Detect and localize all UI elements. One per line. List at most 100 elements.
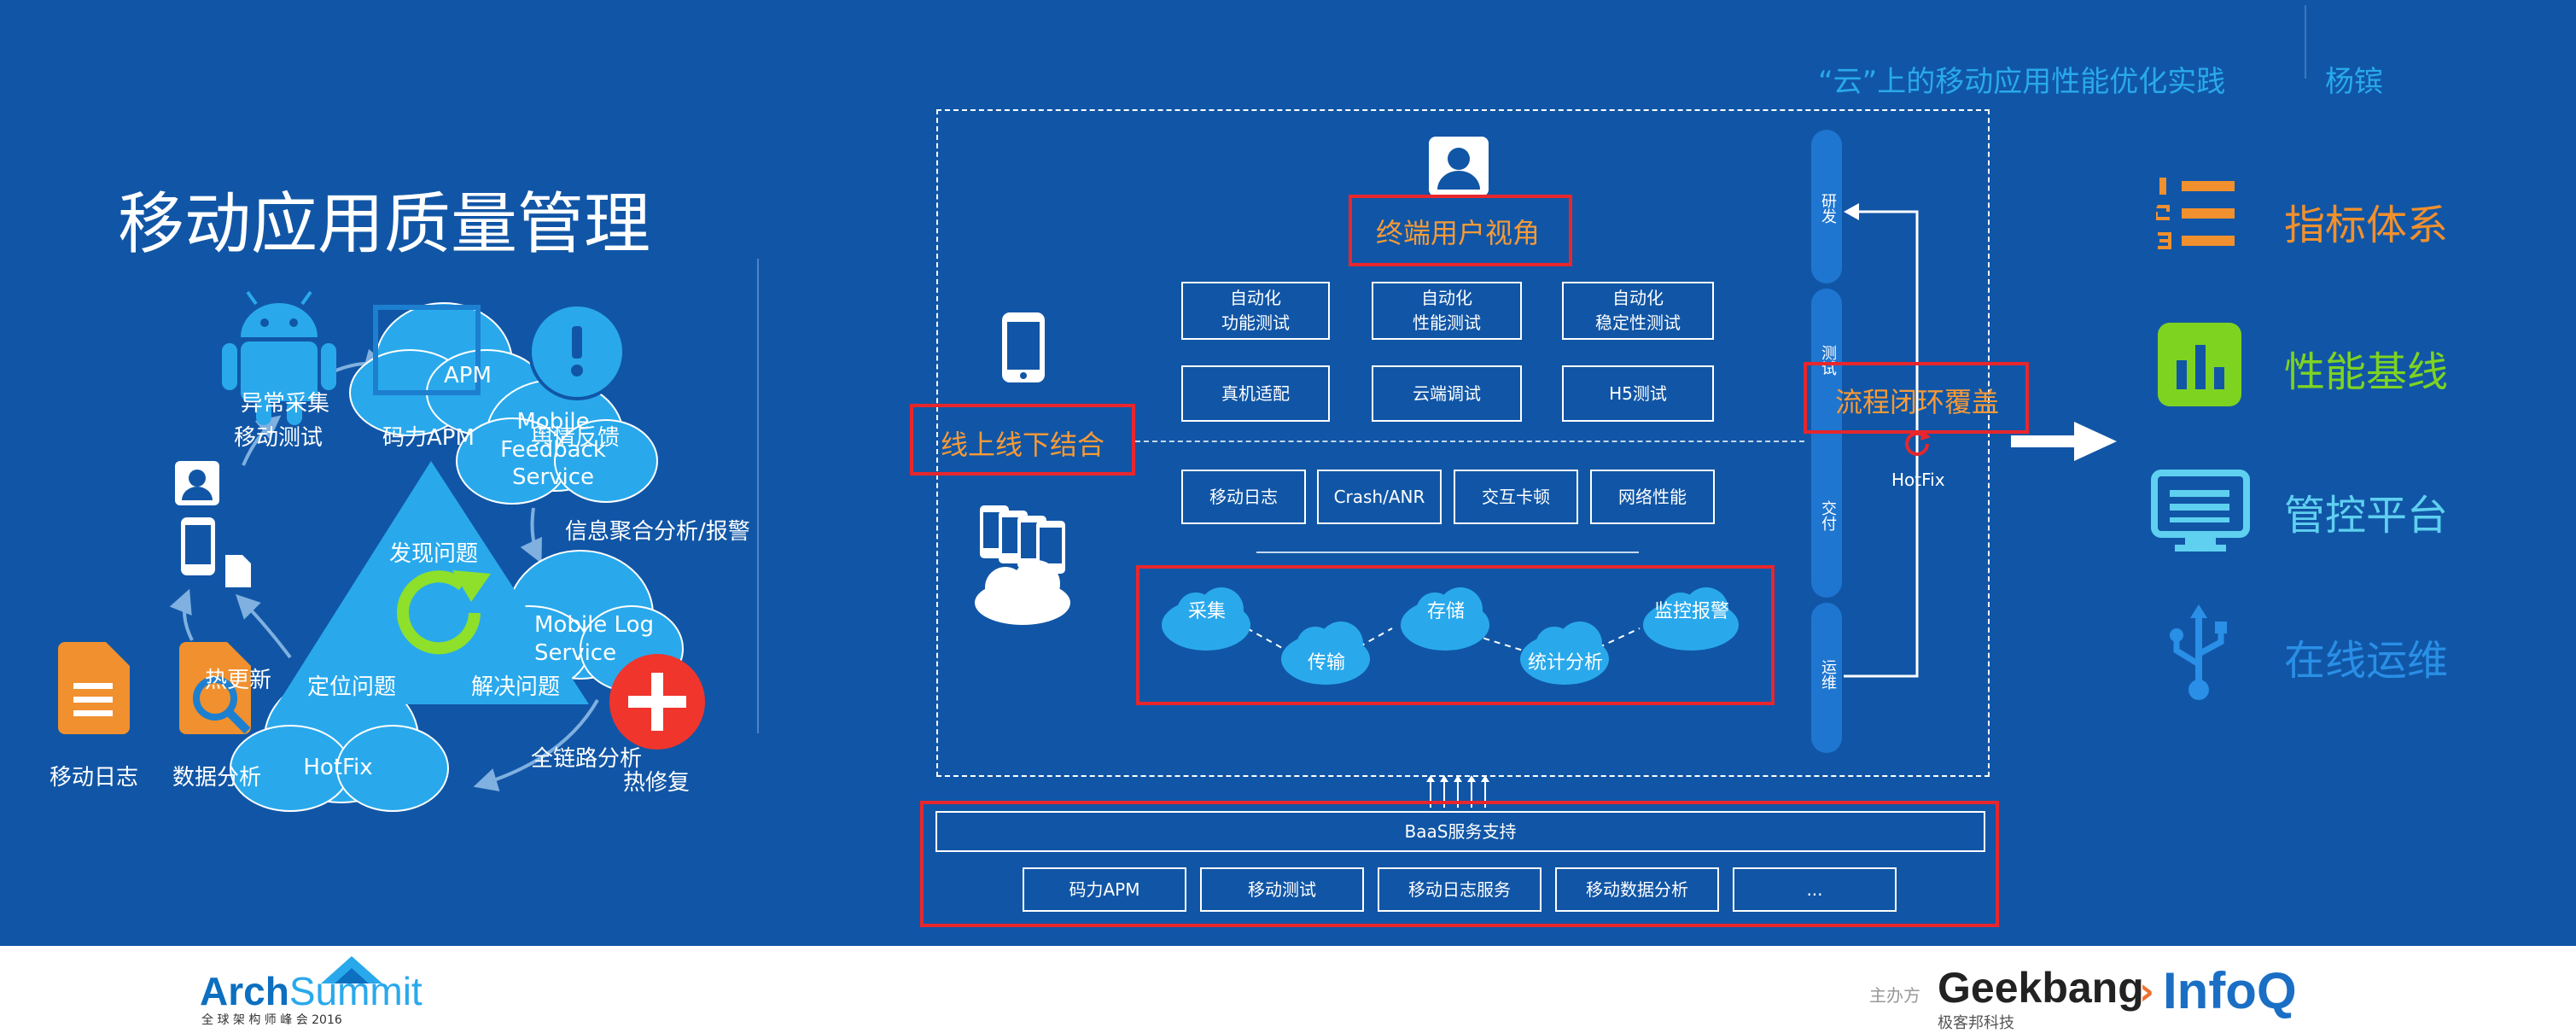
locate-problem-label: 定位问题 (306, 674, 397, 700)
pipeline-collect-label: 采集 (1187, 601, 1227, 622)
loop-coverage-label: 流程闭环覆盖 (1835, 386, 2000, 418)
apm-label: 码力APM (382, 425, 475, 451)
online-ops-label: 在线运维 (2284, 637, 2449, 685)
hot-update-label: 热更新 (205, 668, 272, 693)
flow-arrow (473, 699, 599, 791)
baas-mobile-testing-box: 移动测试 (1200, 867, 1364, 912)
right-arrow-icon (2011, 422, 2117, 461)
lifecycle-segment (1811, 603, 1842, 753)
auto-performance-test-box: 自动化 性能测试 (1372, 282, 1522, 340)
baas-log-service-box: 移动日志服务 (1378, 867, 1542, 912)
connector-line (1135, 441, 1804, 442)
hotfix-cloud (230, 674, 449, 812)
exclamation-icon (528, 303, 626, 400)
network-performance-box: 网络性能 (1590, 470, 1715, 524)
pipeline-frame (1136, 565, 1775, 705)
loop-coverage-frame (1804, 362, 2029, 434)
perf-baseline-label: 性能基线 (2284, 348, 2449, 396)
flow-arrow (169, 588, 194, 641)
info-aggregation-label: 信息聚合分析/报警 (565, 519, 750, 545)
interaction-lag-box: 交互卡顿 (1454, 470, 1578, 524)
flow-arrow (242, 415, 282, 466)
baas-data-analysis-box: 移动数据分析 (1555, 867, 1719, 912)
hotfix-label: HotFix (303, 755, 373, 780)
crash-collection-label: 异常采集 (241, 391, 330, 417)
user-view-label: 终端用户视角 (1376, 217, 1541, 249)
baas-apm-box: 码力APM (1023, 867, 1186, 912)
quality-cycle-diagram (58, 290, 705, 812)
flow-arrow (520, 507, 542, 564)
online-offline-frame (910, 404, 1135, 476)
author-name: 杨镔 (2325, 65, 2383, 99)
pipeline-transfer-label: 传输 (1307, 652, 1346, 674)
geekbang-logo: Geekbang (1938, 964, 2144, 1012)
alert-cloud (1643, 587, 1739, 651)
mobile-phone-icon (1002, 312, 1045, 382)
auto-stability-test-box: 自动化 稳定性测试 (1562, 282, 1714, 340)
online-offline-label: 线上线下结合 (941, 429, 1105, 461)
apm-inner-label: APM (444, 363, 492, 388)
archsummit-logo: ArchSummit (200, 968, 423, 1014)
data-pipeline-diagram (1162, 587, 1739, 685)
geekbang-subtitle: 极客邦科技 (1938, 1014, 2014, 1032)
pipeline-alert-label: 监控报警 (1653, 601, 1730, 622)
section-divider (757, 259, 759, 733)
logo-summit-text: Summit (288, 969, 423, 1013)
lifecycle-dev-label: 研发 (1819, 193, 1837, 224)
document-icon (225, 555, 251, 587)
find-problem-label: 发现问题 (388, 541, 479, 567)
talk-title: “云”上的移动应用性能优化实践 (1818, 65, 2226, 99)
public-opinion-label: 舆情反馈 (531, 425, 621, 451)
slide: “云”上的移动应用性能优化实践 杨镔 移动应用质量管理 (0, 0, 2576, 946)
log-file-icon (58, 642, 130, 734)
data-search-icon (179, 642, 251, 734)
mobile-feedback-label: Mobile Feedback Service (500, 409, 606, 490)
lifecycle-segment (1811, 130, 1842, 283)
pipeline-analysis-label: 统计分析 (1527, 652, 1604, 674)
lifecycle-segment (1811, 444, 1842, 598)
cloud-debug-box: 云端调试 (1372, 365, 1522, 422)
header-separator (2305, 5, 2306, 79)
log-service-label: Mobile Log Service (534, 612, 654, 666)
baas-more-box: ... (1733, 867, 1897, 912)
mobile-log-label: 移动日志 (49, 765, 139, 791)
archsummit-mountain-icon (321, 956, 382, 983)
full-link-analysis-label: 全链路分析 (531, 746, 643, 772)
lifecycle-test-label: 测试 (1819, 345, 1837, 376)
mobile-log-box: 移动日志 (1181, 470, 1306, 524)
hot-repair-label: 热修复 (623, 770, 691, 796)
user-view-frame (1349, 195, 1572, 266)
geekbang-arrow-icon: › (2139, 970, 2155, 1013)
apm-monitor-icon (373, 305, 481, 395)
crash-anr-box: Crash/ANR (1317, 470, 1442, 524)
numbered-list-icon (2156, 178, 2235, 249)
separator-line (1256, 552, 1639, 553)
add-fix-icon (609, 654, 705, 750)
analysis-cloud (1520, 622, 1609, 685)
data-analysis-label: 数据分析 (172, 765, 262, 791)
transfer-cloud (1281, 622, 1370, 685)
hotfix-loop-label: HotFix (1891, 470, 1945, 490)
archsummit-subtitle: 全 球 架 构 师 峰 会 2016 (201, 1013, 342, 1027)
infoq-logo: InfoQ (2163, 962, 2297, 1019)
collect-cloud (1162, 587, 1250, 651)
lifecycle-deliver-label: 交付 (1819, 500, 1837, 531)
quality-platform-frame (936, 109, 1990, 777)
baas-frame (920, 801, 1999, 927)
mobile-testing-label: 移动测试 (234, 425, 323, 451)
user-icon (175, 461, 219, 505)
h5-test-box: H5测试 (1562, 365, 1714, 422)
control-platform-label: 管控平台 (2284, 492, 2449, 540)
metrics-system-label: 指标体系 (2284, 201, 2449, 249)
pipeline-storage-label: 存储 (1426, 601, 1466, 622)
end-user-icon (1429, 137, 1489, 196)
baas-title-box: BaaS服务支持 (935, 811, 1985, 852)
usb-icon (2170, 604, 2227, 700)
organizer-label: 主办方 (1869, 985, 1920, 1006)
footer: ArchSummit 全 球 架 构 师 峰 会 2016 主办方 Geekba… (0, 946, 2576, 1032)
logo-arch-text: Arch (200, 969, 289, 1013)
phone-icon (181, 517, 215, 575)
android-icon (222, 290, 336, 425)
flow-arrow (236, 594, 292, 659)
bar-chart-icon (2158, 323, 2241, 406)
